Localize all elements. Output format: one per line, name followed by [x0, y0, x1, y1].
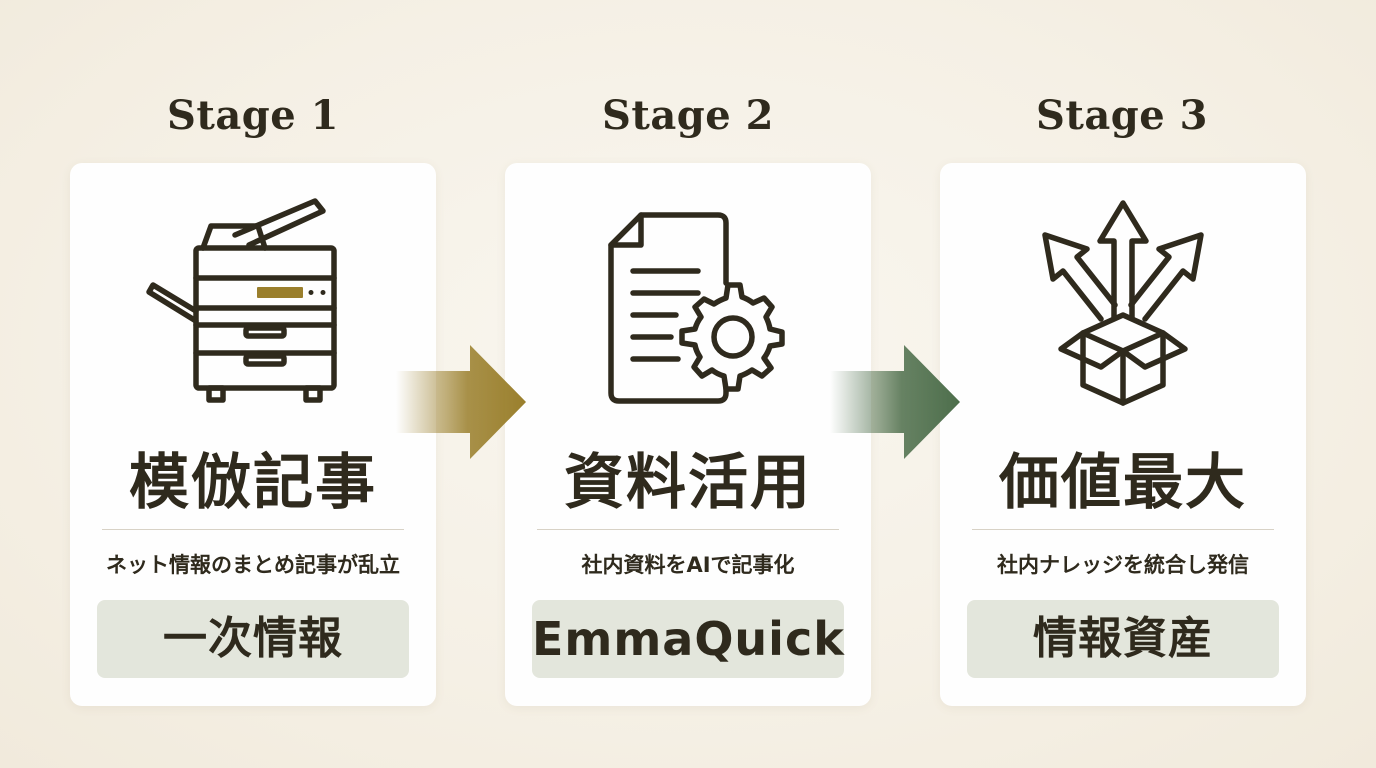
document-gear-icon: [505, 193, 871, 413]
stage-2-badge: EmmaQuick: [532, 600, 844, 678]
stage-1-badge: 一次情報: [97, 600, 409, 678]
stage-3-title: Stage 3: [1036, 92, 1208, 139]
stage-2-card: 資料活用 社内資料をAIで記事化 EmmaQuick: [505, 163, 871, 706]
stage-2-title: Stage 2: [602, 92, 774, 139]
stage-1-title: Stage 1: [167, 92, 339, 139]
stage-3-badge: 情報資産: [967, 600, 1279, 678]
box-arrows-icon: [940, 193, 1306, 413]
stage-2-description: 社内資料をAIで記事化: [581, 553, 795, 577]
stage-2-divider: [537, 529, 839, 530]
stage-1-card: 模倣記事 ネット情報のまとめ記事が乱立 一次情報: [70, 163, 436, 706]
stage-1-heading: 模倣記事: [129, 448, 377, 518]
stage-3-heading: 価値最大: [999, 448, 1247, 518]
stage-3-card: 価値最大 社内ナレッジを統合し発信 情報資産: [940, 163, 1306, 706]
stage-1-divider: [102, 529, 404, 530]
stage-2-heading: 資料活用: [564, 448, 812, 518]
stage-1-description: ネット情報のまとめ記事が乱立: [106, 553, 400, 577]
flow-arrow-1-to-2: [396, 345, 526, 459]
copier-icon: [70, 193, 436, 413]
stage-3-divider: [972, 529, 1274, 530]
stage-3-description: 社内ナレッジを統合し発信: [997, 553, 1249, 577]
flow-arrow-2-to-3: [830, 345, 960, 459]
